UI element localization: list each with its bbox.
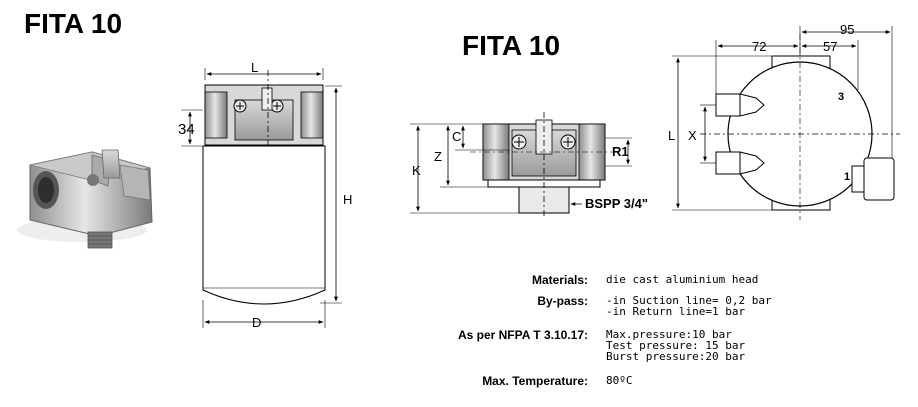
side-dim-k: K — [412, 163, 421, 178]
spec-temp-label: Max. Temperature: — [482, 374, 588, 388]
product-title-left: FITA 10 — [24, 8, 123, 39]
spec-nfpa-line: Max.pressure:10 bar — [606, 328, 732, 341]
side-dim-z: Z — [434, 149, 442, 164]
spec-materials-label: Materials: — [531, 273, 588, 287]
top-dim-57: 57 — [823, 39, 837, 54]
side-view-drawing — [410, 112, 632, 218]
top-dim-95: 95 — [840, 22, 854, 37]
top-dim-l: L — [668, 128, 675, 143]
spec-bypass-line: -in Suction line= 0,2 bar — [606, 294, 772, 307]
spec-bypass-line: -in Return line=1 bar — [606, 305, 746, 318]
spec-nfpa-line: Burst pressure:20 bar — [606, 350, 746, 363]
side-dim-r1: R1 — [612, 144, 629, 159]
product-title-center: FITA 10 — [462, 30, 561, 61]
top-dim-72: 72 — [752, 39, 766, 54]
front-dim-h: H — [343, 192, 352, 207]
spec-materials-line: die cast aluminium head — [606, 273, 759, 286]
top-view-drawing — [672, 26, 900, 220]
spec-nfpa-line: Test pressure: 15 bar — [606, 339, 746, 352]
spec-nfpa-value: Max.pressure:10 bar Test pressure: 15 ba… — [606, 329, 745, 362]
spec-temp-value: 80ºC — [606, 375, 633, 386]
front-dim-l: L — [251, 60, 258, 75]
port-label-3: 3 — [838, 91, 844, 103]
spec-nfpa-label: As per NFPA T 3.10.17: — [457, 328, 588, 342]
spec-materials-value: die cast aluminium head — [606, 274, 758, 285]
spec-bypass-value: -in Suction line= 0,2 bar -in Return lin… — [606, 295, 772, 317]
front-dim-d: D — [252, 315, 261, 330]
product-photo — [17, 149, 153, 249]
side-dim-c: C — [452, 129, 461, 144]
top-dim-x: X — [688, 128, 697, 143]
spec-temp-line: 80ºC — [606, 374, 633, 387]
spec-bypass-label: By-pass: — [537, 294, 588, 308]
front-view-drawing — [181, 68, 342, 328]
front-dim-34: 34 — [178, 121, 195, 138]
port-label-1: 1 — [844, 171, 850, 183]
side-thread-label: BSPP 3/4" — [585, 196, 648, 211]
